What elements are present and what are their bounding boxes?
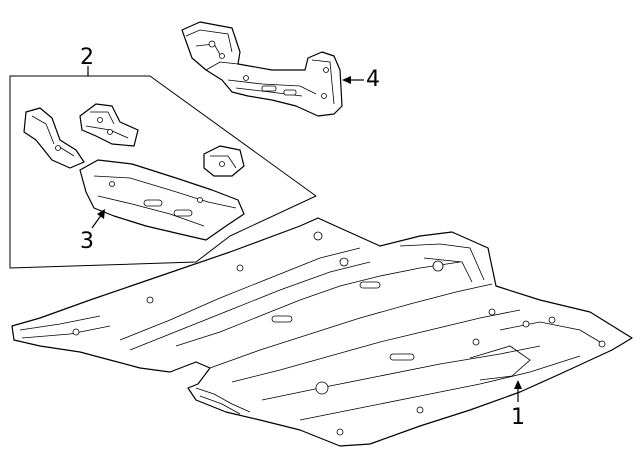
part-bracket-center [79,103,139,147]
inset-panel: 2 [9,45,317,269]
callout-3-label: 3 [80,229,94,254]
part-bracket-right [203,145,245,177]
callout-2-label: 2 [80,45,94,70]
part-3-rail [79,159,245,241]
part-bracket-left [23,107,85,169]
callout-4-group: 4 [342,67,380,92]
callout-4-label: 4 [366,67,380,92]
callout-4-arrow [342,76,351,84]
part-4-cross-member [181,21,343,117]
callout-1-label: 1 [511,405,525,430]
callout-1-arrow [514,380,522,389]
callout-3-arrow [97,209,105,219]
callout-1-group: 1 [511,380,525,430]
part-1-floor-pan [11,217,633,447]
